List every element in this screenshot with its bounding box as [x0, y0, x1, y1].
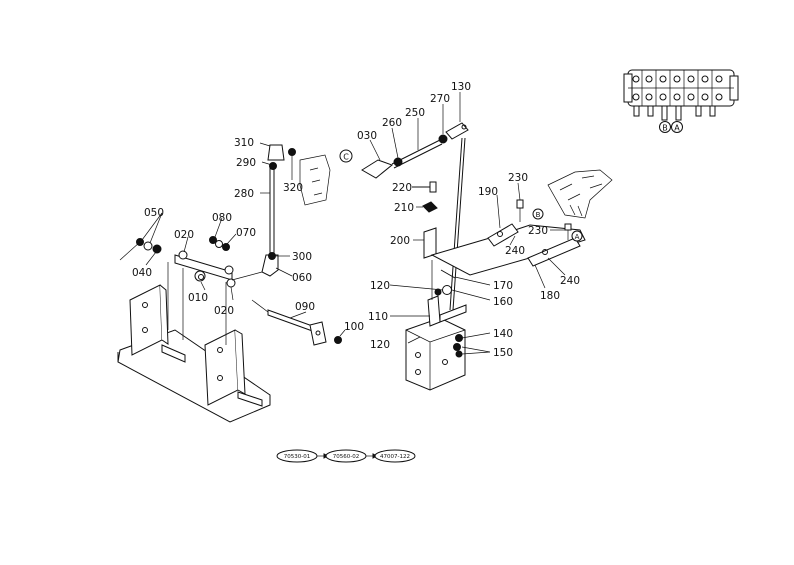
callout-050: 050	[144, 207, 164, 219]
marker-a-inset: A	[674, 124, 680, 133]
callout-240-left: 240	[505, 245, 525, 257]
callout-140: 140	[493, 328, 513, 340]
callout-100: 100	[344, 321, 364, 333]
callout-040: 040	[132, 267, 152, 279]
callout-220: 220	[392, 182, 412, 194]
pedal-base-assembly	[117, 144, 342, 423]
callout-020-lower: 020	[214, 305, 234, 317]
callout-120-upper: 120	[370, 280, 390, 292]
reference-tag-3: 47007-122	[380, 454, 410, 460]
callout-180: 180	[540, 290, 560, 302]
callout-080: 080	[212, 212, 232, 224]
callout-030: 030	[357, 130, 377, 142]
callout-210: 210	[394, 202, 414, 214]
callout-070: 070	[236, 227, 256, 239]
callout-020-upper: 020	[174, 229, 194, 241]
callout-130: 130	[451, 81, 471, 93]
callout-090: 090	[295, 301, 315, 313]
callout-240-right: 240	[560, 275, 580, 287]
callout-150: 150	[493, 347, 513, 359]
callout-250: 250	[405, 107, 425, 119]
callout-270: 270	[430, 93, 450, 105]
callout-280: 280	[234, 188, 254, 200]
callout-290: 290	[236, 157, 256, 169]
reference-tag-2: 70560-02	[333, 454, 359, 460]
callout-120-lower: 120	[370, 339, 390, 351]
leader-lines	[141, 92, 566, 355]
callout-060: 060	[292, 272, 312, 284]
marker-b-lever: B	[536, 211, 541, 219]
callout-010: 010	[188, 292, 208, 304]
marker-a-lever: A	[575, 233, 580, 241]
callout-310: 310	[234, 137, 254, 149]
callout-300: 300	[292, 251, 312, 263]
reference-tag-1: 70530-01	[284, 454, 310, 460]
callout-160: 160	[493, 296, 513, 308]
control-valve-inset: B A	[623, 69, 739, 133]
marker-c-upper: C	[343, 153, 349, 162]
callout-230-lower: 230	[528, 225, 548, 237]
callout-260: 260	[382, 117, 402, 129]
reference-chain: 70530-01 70560-02 47007-122	[276, 449, 416, 463]
callout-200: 200	[390, 235, 410, 247]
callout-110: 110	[368, 311, 388, 323]
marker-b-inset: B	[662, 124, 668, 133]
callout-190: 190	[478, 186, 498, 198]
callout-170: 170	[493, 280, 513, 292]
callout-320: 320	[283, 182, 303, 194]
callout-labels: 050 040 020 010 080 070 020 310 290 280 …	[132, 81, 580, 359]
callout-230-upper: 230	[508, 172, 528, 184]
